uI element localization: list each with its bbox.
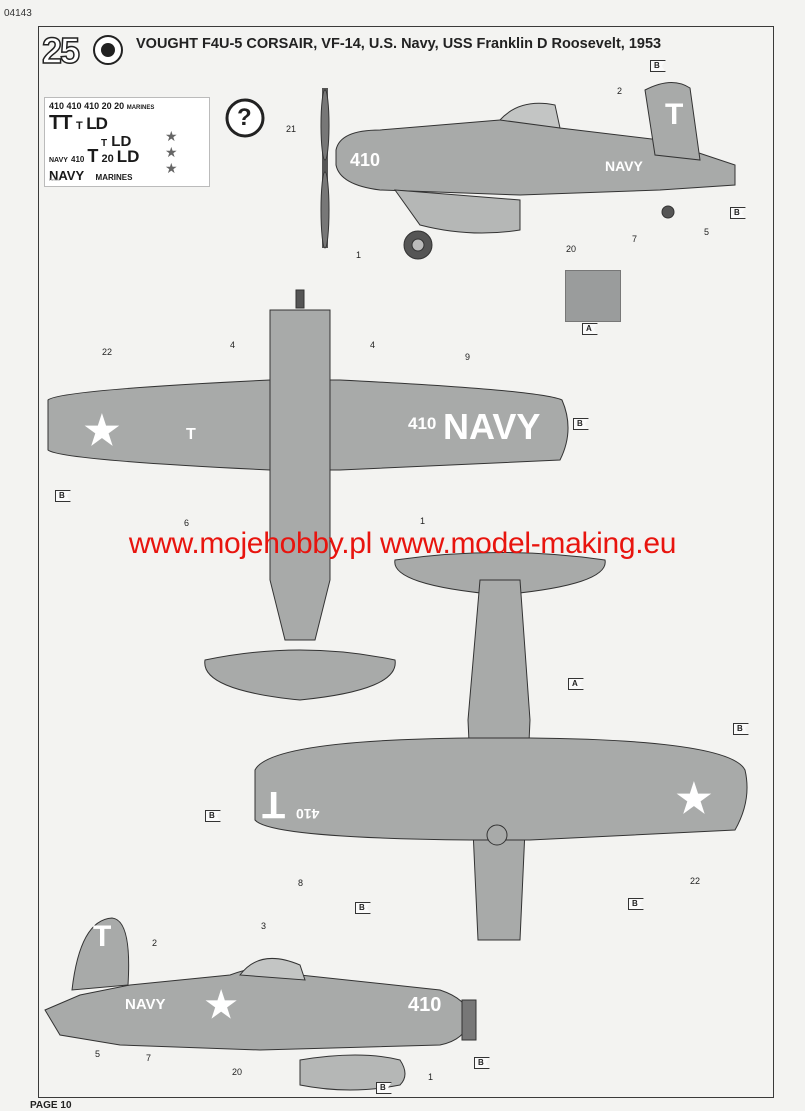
page-frame xyxy=(38,26,774,1098)
page-label: PAGE 10 xyxy=(30,1100,72,1111)
step-number: 25 xyxy=(41,29,81,72)
aircraft-title: VOUGHT F4U-5 CORSAIR, VF-14, U.S. Navy, … xyxy=(136,36,662,52)
callout: 8 xyxy=(298,878,304,888)
top-wing-star: ★ xyxy=(84,409,120,453)
document-code: 04143 xyxy=(4,8,32,19)
top-wing-number: 410 xyxy=(408,414,437,433)
bottom-view xyxy=(254,552,748,941)
callout: 4 xyxy=(230,340,236,350)
top-wing-letter: T xyxy=(186,426,196,443)
side-left-tail-letter: T xyxy=(93,920,112,953)
callout: 21 xyxy=(286,124,297,134)
callout: 20 xyxy=(566,244,577,254)
side-right-tail-letter: T xyxy=(665,98,684,131)
help-symbol: ? xyxy=(237,104,252,131)
paint-flag: B xyxy=(474,1057,490,1069)
side-view-right xyxy=(320,82,736,260)
callout: 1 xyxy=(420,516,426,526)
watermark: www.mojehobby.pl www.model-making.eu xyxy=(128,527,677,560)
bottom-wing-number: 410 xyxy=(296,806,320,822)
callout: 2 xyxy=(152,938,158,948)
side-left-fuselage-text: NAVY xyxy=(125,996,166,1013)
side-right-fuselage-text: NAVY xyxy=(605,158,643,174)
callout: 3 xyxy=(261,921,267,931)
decal-sheet: 410 410 410 20 20 MARINES TT T LD T LD N… xyxy=(44,97,210,187)
top-view xyxy=(47,289,569,701)
callout: 9 xyxy=(465,352,471,362)
callout: 4 xyxy=(370,340,376,350)
top-wing-text: NAVY xyxy=(443,406,541,447)
side-view-left xyxy=(44,917,477,1091)
bottom-wing-letter: T xyxy=(262,783,286,825)
side-left-star: ★ xyxy=(205,984,238,1025)
bottom-wing-star: ★ xyxy=(676,777,712,821)
callout: 5 xyxy=(704,227,710,237)
callout: 6 xyxy=(184,518,190,528)
side-right-nose-number: 410 xyxy=(350,150,381,170)
help-icon xyxy=(225,98,265,138)
callout: 1 xyxy=(356,250,362,260)
paint-chip xyxy=(565,270,621,322)
callout: 22 xyxy=(690,876,701,886)
revell-logo-icon xyxy=(93,35,123,65)
callout: 7 xyxy=(146,1053,152,1063)
callout: 5 xyxy=(95,1049,101,1059)
callout: 7 xyxy=(632,234,638,244)
side-left-nose-number: 410 xyxy=(408,994,442,1016)
callout: 22 xyxy=(102,347,113,357)
paint-flag: B xyxy=(205,810,221,822)
callout: 2 xyxy=(617,86,623,96)
callout: 20 xyxy=(232,1067,243,1077)
callout: 1 xyxy=(428,1072,434,1082)
